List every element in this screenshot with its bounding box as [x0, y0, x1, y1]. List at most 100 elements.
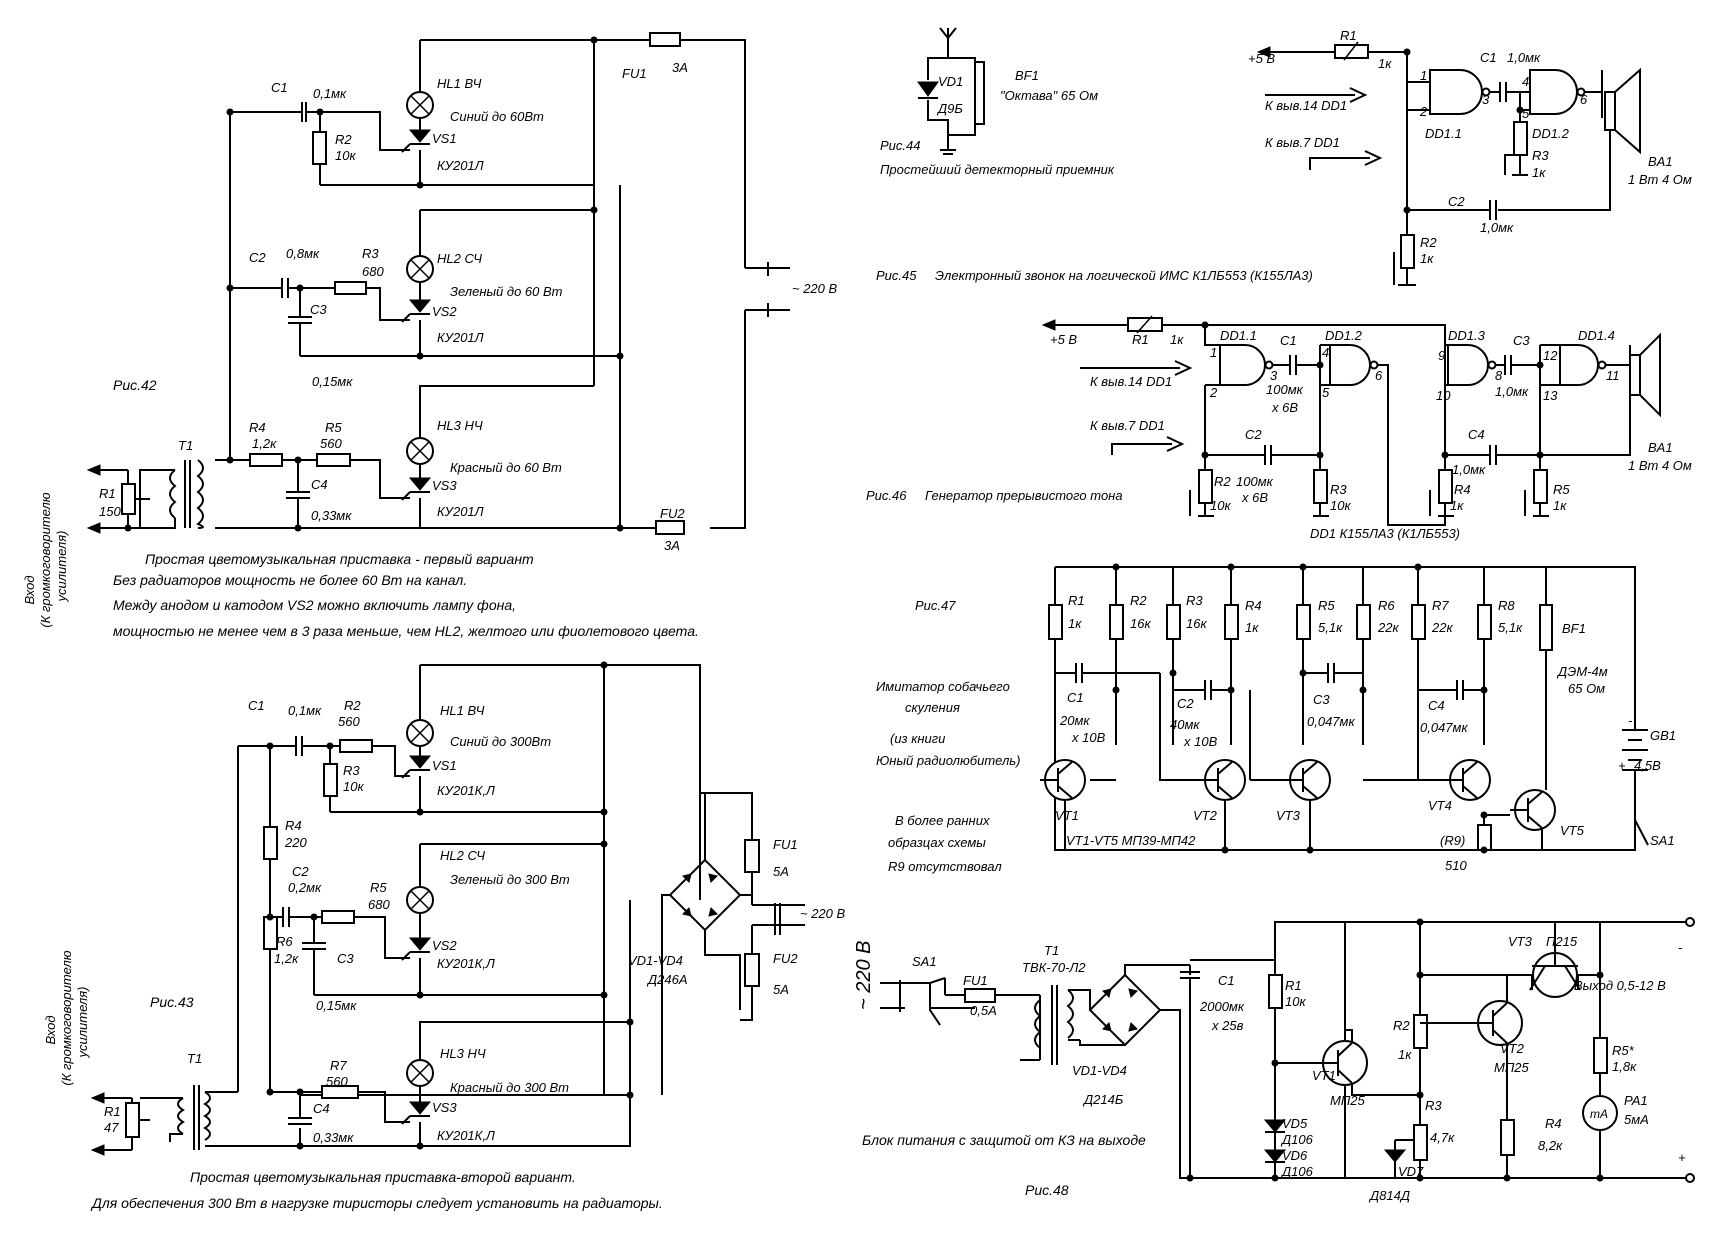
note-line-3: R9 отсутствовал [888, 859, 1002, 874]
c1-label: C1 [1067, 690, 1084, 705]
input-sub1: (К громкоговорителю [59, 950, 74, 1085]
pa1-label: PA1 [1624, 1093, 1648, 1108]
r4-label: R4 [1454, 482, 1471, 497]
t1-label: T1 [1044, 943, 1059, 958]
pin-11: 11 [1606, 368, 1620, 383]
vt2-transistor [1420, 1000, 1523, 1046]
fu1-fuse [964, 988, 996, 1003]
r9-value: 510 [1445, 858, 1467, 873]
r3-label: R3 [1532, 148, 1549, 163]
r5-label: R5* [1612, 1043, 1635, 1058]
desc-line-4: Юный радиолюбитель) [876, 753, 1020, 768]
r5-value: 1к [1553, 498, 1567, 513]
vd-type: Д214Б [1082, 1092, 1124, 1107]
ba1-speaker [1604, 91, 1616, 131]
c1-value-2: х 6В [1271, 400, 1298, 415]
figure-48-caption: Рис.48 [1025, 1182, 1069, 1198]
fig46-title: Генератор прерывистого тона [925, 488, 1123, 503]
vs2-type: КУ201К,Л [437, 956, 495, 971]
desc-line-3: (из книги [890, 731, 945, 746]
plus5-label: +5 В [1248, 51, 1275, 66]
c1-label: C1 [1480, 50, 1497, 65]
sa1-label: SA1 [912, 954, 937, 969]
t1-type: ТВК-70-Л2 [1022, 960, 1086, 975]
r3-resistor [1166, 604, 1181, 640]
r7-label: R7 [330, 1058, 347, 1073]
r2-resistor [1109, 604, 1124, 640]
pin-6: 6 [1580, 92, 1588, 107]
r3-potentiometer [1413, 1124, 1428, 1161]
vt3-transistor [1529, 952, 1581, 998]
c1-value-2: х 25в [1211, 1018, 1244, 1033]
r2-resistor [339, 739, 373, 753]
hl3-desc: Красный до 60 Вт [450, 460, 562, 475]
r4-label: R4 [1545, 1116, 1562, 1131]
plus5-label: +5 В [1050, 332, 1077, 347]
r3-resistor [1313, 469, 1328, 504]
bf1-imp: 65 Ом [1568, 681, 1605, 696]
r9-label: (R9) [1440, 833, 1465, 848]
ba1-label: BA1 [1648, 154, 1673, 169]
r1-potentiometer [121, 483, 136, 515]
r4-resistor [263, 826, 278, 860]
r3-value: 680 [362, 264, 384, 279]
pin-8: 8 [1495, 368, 1503, 383]
r8-value: 5,1к [1498, 620, 1523, 635]
figure-45: +5 В R1 1к К выв.14 DD1 К выв.7 DD1 C1 1… [876, 28, 1692, 286]
fu2-fuse [655, 520, 685, 535]
figure-43-caption: Рис.43 [150, 994, 194, 1010]
vt3-type: П215 [1546, 934, 1578, 949]
c4-value: 0,33мк [311, 508, 352, 523]
ba1-type: 1 Вт 4 Ом [1628, 458, 1692, 473]
pin-5: 5 [1522, 106, 1530, 121]
fu2-label: FU2 [773, 951, 798, 966]
r4-value: 8,2к [1538, 1138, 1563, 1153]
pa1-value: 5мА [1624, 1112, 1649, 1127]
pin-3: 3 [1482, 92, 1490, 107]
mains-label: ~ 220 В [800, 906, 846, 921]
desc-line-4: мощностью не менее чем в 3 раза меньше, … [113, 623, 699, 639]
dd1-type: DD1 К155ЛА3 (К1ЛБ553) [1310, 526, 1460, 541]
input-label: Вход [22, 575, 37, 604]
r1-value: 1к [1170, 332, 1184, 347]
fu1-value: 5А [773, 864, 789, 879]
c4-label: C4 [1468, 427, 1485, 442]
gb1-minus: - [1628, 713, 1633, 728]
r2-value: 560 [338, 714, 360, 729]
c1-value: 1,0мк [1507, 50, 1541, 65]
c4-label: C4 [311, 477, 328, 492]
r1-label: R1 [104, 1104, 121, 1119]
dd1-2-label: DD1.2 [1325, 328, 1363, 343]
bf1-earphone [974, 61, 985, 125]
bf1-type: "Октава" 65 Ом [1000, 88, 1098, 103]
vs3-type: КУ201К,Л [437, 1128, 495, 1143]
vt4-label: VT4 [1428, 798, 1452, 813]
r2-value: 16к [1130, 616, 1151, 631]
r1-label: R1 [99, 486, 116, 501]
c1-value: 20мк [1059, 713, 1090, 728]
dd1-1-gate [1429, 69, 1483, 115]
r6-label: R6 [276, 934, 293, 949]
dd1-4-label: DD1.4 [1578, 328, 1615, 343]
vd-label: VD1-VD4 [628, 953, 683, 968]
fu1-value: 3А [672, 60, 688, 75]
bf1-type: ДЭМ-4м [1556, 664, 1608, 679]
t1-label: T1 [187, 1051, 202, 1066]
r3-resistor [1513, 121, 1528, 156]
c4-value: 0,047мк [1420, 720, 1468, 735]
figure-47-caption: Рис.47 [915, 598, 956, 613]
r2-label: R2 [344, 698, 361, 713]
dd1-1-label: DD1.1 [1220, 328, 1257, 343]
fu1-label: FU1 [773, 837, 798, 852]
c1-value: 0,1мк [313, 86, 347, 101]
figure-46: +5 В R1 1к К выв.14 DD1 К выв.7 DD1 DD1.… [866, 315, 1692, 541]
pin-6: 6 [1375, 368, 1383, 383]
r4-resistor [1500, 1119, 1515, 1156]
r5-resistor [1296, 604, 1311, 640]
c2-value: 1,0мк [1480, 220, 1514, 235]
r6-resistor [1356, 604, 1371, 640]
vd5-type: Д106 [1280, 1132, 1314, 1147]
vt4-transistor [1445, 759, 1491, 801]
fu1-fuse [649, 32, 681, 47]
fu2-value: 3А [664, 538, 680, 553]
